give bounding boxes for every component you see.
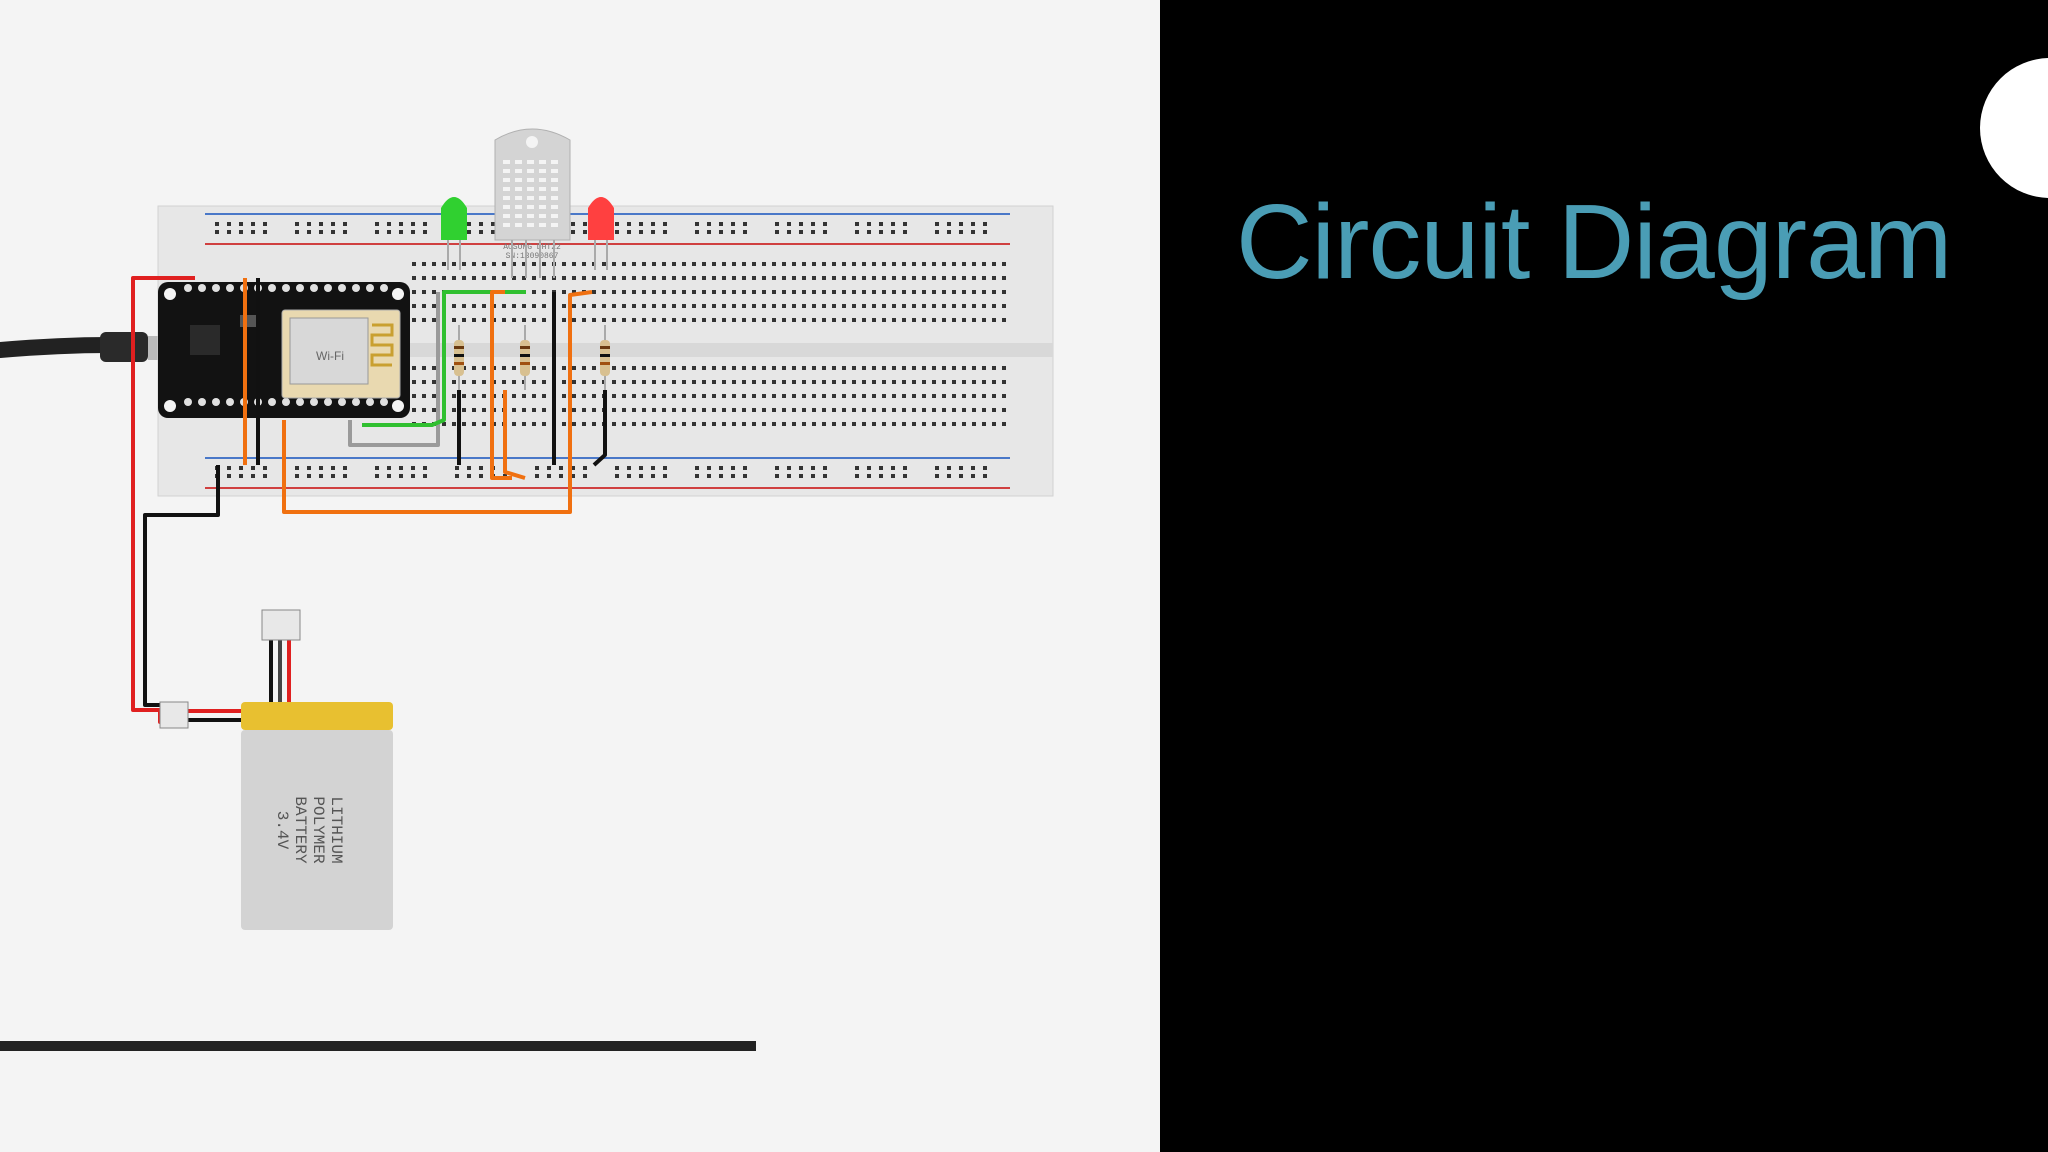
gray-wire bbox=[348, 292, 440, 447]
battery-label-line3: BATTERY bbox=[291, 796, 309, 864]
battery-label-line4: 3.4V bbox=[273, 811, 291, 850]
red-led bbox=[588, 197, 614, 270]
resistor-2 bbox=[520, 325, 530, 390]
sensor-label-line2: SN:13090867 bbox=[506, 252, 559, 261]
battery-label-line2: POLYMER bbox=[309, 796, 327, 864]
diagram-panel: Wi-Fi AOSONG DHT22 SN:13090867 bbox=[0, 128, 1054, 1051]
green-led bbox=[441, 197, 467, 270]
decorative-circle bbox=[1980, 58, 2048, 198]
wires bbox=[131, 276, 607, 724]
usb-cable bbox=[0, 332, 176, 362]
orange-wire-bottom-loop bbox=[282, 290, 593, 514]
sensor-label-line1: AOSONG DHT22 bbox=[503, 243, 561, 252]
lipo-battery: LITHIUM POLYMER BATTERY 3.4V bbox=[159, 609, 393, 930]
dht22-sensor: AOSONG DHT22 SN:13090867 bbox=[494, 128, 571, 278]
black-wire-red-led bbox=[592, 390, 607, 467]
bottom-accent-bar bbox=[0, 1041, 756, 1051]
sensor-grille bbox=[503, 160, 558, 227]
orange-wire-2 bbox=[490, 290, 512, 480]
nodemcu-board: Wi-Fi bbox=[158, 282, 410, 418]
circuit-diagram: Wi-Fi AOSONG DHT22 SN:13090867 bbox=[0, 128, 1054, 930]
wifi-module-label: Wi-Fi bbox=[316, 349, 344, 363]
resistor-3 bbox=[600, 325, 610, 390]
resistor-1 bbox=[454, 325, 464, 390]
title-panel: Circuit Diagram bbox=[1160, 0, 2048, 1152]
battery-label-line1: LITHIUM bbox=[327, 796, 345, 863]
slide-title: Circuit Diagram bbox=[1236, 183, 1952, 301]
orange-wire-3 bbox=[503, 390, 526, 480]
black-ground-wire bbox=[143, 465, 220, 722]
green-wire bbox=[362, 290, 526, 427]
